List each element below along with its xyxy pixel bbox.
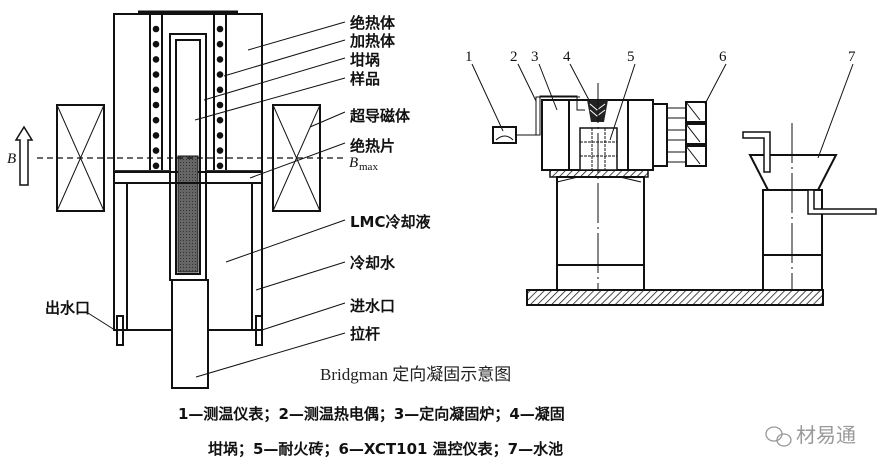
coil-dot bbox=[216, 116, 224, 124]
coil-dot bbox=[216, 162, 224, 170]
coil-dot bbox=[152, 162, 160, 170]
label-pull-rod: 拉杆 bbox=[350, 325, 380, 343]
coil-dot bbox=[152, 25, 160, 33]
label-insulator: 绝热体 bbox=[350, 14, 396, 32]
label-heater: 加热体 bbox=[349, 32, 396, 50]
magnet-right bbox=[272, 104, 321, 212]
coil-dot bbox=[216, 101, 224, 109]
label-water-outlet: 出水口 bbox=[45, 299, 90, 317]
label-crucible: 坩埚 bbox=[350, 51, 380, 69]
coil-dot bbox=[216, 147, 224, 154]
number-4: 4 bbox=[563, 49, 571, 65]
sample-tube bbox=[175, 39, 201, 275]
number-leaders bbox=[471, 63, 854, 159]
legend-line-2: 坩埚；5—耐火砖；6—XCT101 温控仪表；7—水池 bbox=[208, 440, 563, 458]
temperature-controllers bbox=[685, 101, 707, 167]
coil-dot bbox=[152, 56, 160, 63]
thermocouple-wire bbox=[535, 95, 585, 136]
coil-dot bbox=[152, 132, 160, 139]
furnace-stand bbox=[556, 176, 645, 291]
directional-solidification-apparatus: 1 2 3 4 5 6 7 bbox=[465, 49, 877, 306]
bridgman-furnace: B 绝热体 加热体 坩埚 样品 超导磁体 绝热片 B max LMC冷却液 冷却… bbox=[7, 10, 431, 389]
number-2: 2 bbox=[510, 49, 518, 65]
wechat-icon bbox=[765, 426, 792, 447]
label-sample: 样品 bbox=[350, 70, 380, 88]
number-5: 5 bbox=[627, 49, 635, 65]
watermark-text: 材易通 bbox=[796, 423, 856, 447]
number-3: 3 bbox=[531, 49, 539, 65]
solidified-sample bbox=[177, 155, 199, 273]
figure-caption: Bridgman 定向凝固示意图 bbox=[320, 365, 511, 384]
coil-dot bbox=[152, 71, 160, 78]
coil-dot bbox=[216, 25, 224, 33]
field-label: B bbox=[7, 151, 16, 167]
water-inlet-pipe bbox=[255, 315, 263, 346]
base-plate bbox=[526, 289, 824, 306]
number-6: 6 bbox=[719, 49, 727, 65]
field-arrow-icon bbox=[14, 125, 34, 186]
label-bmax: B bbox=[349, 155, 358, 171]
temperature-meter bbox=[492, 126, 517, 144]
number-1: 1 bbox=[465, 49, 473, 65]
coil-dot bbox=[152, 101, 160, 109]
coil-dot bbox=[152, 86, 160, 94]
coil-dot bbox=[152, 147, 160, 154]
label-cooling-water: 冷却水 bbox=[350, 254, 396, 272]
label-insulation-plate: 绝热片 bbox=[350, 137, 395, 155]
legend-line-1: 1—测温仪表；2—测温热电偶；3—定向凝固炉；4—凝固 bbox=[178, 405, 565, 423]
watermark: 材易通 bbox=[765, 423, 856, 447]
outlet-pipe bbox=[807, 189, 877, 215]
inlet-pipe bbox=[742, 131, 771, 173]
leader-lines bbox=[87, 21, 346, 378]
label-bmax-sub: max bbox=[359, 161, 378, 173]
insulator-body bbox=[113, 13, 263, 173]
label-lmc-coolant: LMC冷却液 bbox=[350, 213, 431, 231]
coil-dot bbox=[216, 132, 224, 139]
support-plate bbox=[549, 169, 649, 178]
pull-rod bbox=[171, 279, 209, 389]
water-outlet-pipe bbox=[116, 315, 124, 346]
coil-dot bbox=[216, 56, 224, 63]
coil-dot bbox=[152, 116, 160, 124]
heater-coils bbox=[152, 25, 224, 170]
coil-dot bbox=[216, 86, 224, 94]
coil-dot bbox=[152, 40, 160, 48]
water-basin bbox=[748, 154, 838, 191]
coil-dot bbox=[216, 40, 224, 48]
label-water-inlet: 进水口 bbox=[350, 297, 395, 315]
coil-dot bbox=[216, 71, 224, 78]
connector-block bbox=[652, 103, 668, 167]
magnet-left bbox=[56, 104, 105, 212]
label-magnet: 超导磁体 bbox=[349, 107, 411, 125]
number-7: 7 bbox=[848, 49, 856, 65]
